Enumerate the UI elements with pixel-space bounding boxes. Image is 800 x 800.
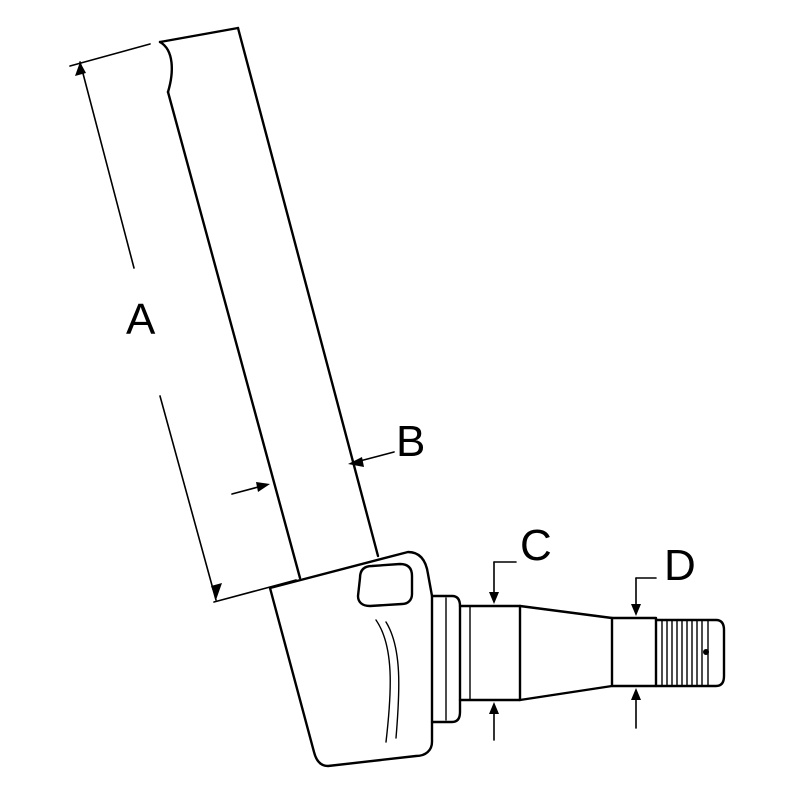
thread-lines bbox=[661, 619, 709, 687]
dimension-c bbox=[489, 561, 517, 741]
cotter-hole bbox=[703, 649, 709, 655]
knuckle-body bbox=[268, 550, 462, 768]
label-a: A bbox=[126, 295, 156, 344]
label-c: C bbox=[520, 521, 552, 570]
label-d: D bbox=[664, 541, 696, 590]
kingpin-shaft bbox=[158, 26, 380, 580]
spindle bbox=[458, 604, 726, 702]
dimension-d bbox=[631, 577, 657, 729]
dimension-a bbox=[69, 43, 297, 603]
dimension-b bbox=[231, 451, 395, 495]
label-b: B bbox=[396, 417, 425, 466]
knuckle-slot bbox=[356, 562, 414, 608]
